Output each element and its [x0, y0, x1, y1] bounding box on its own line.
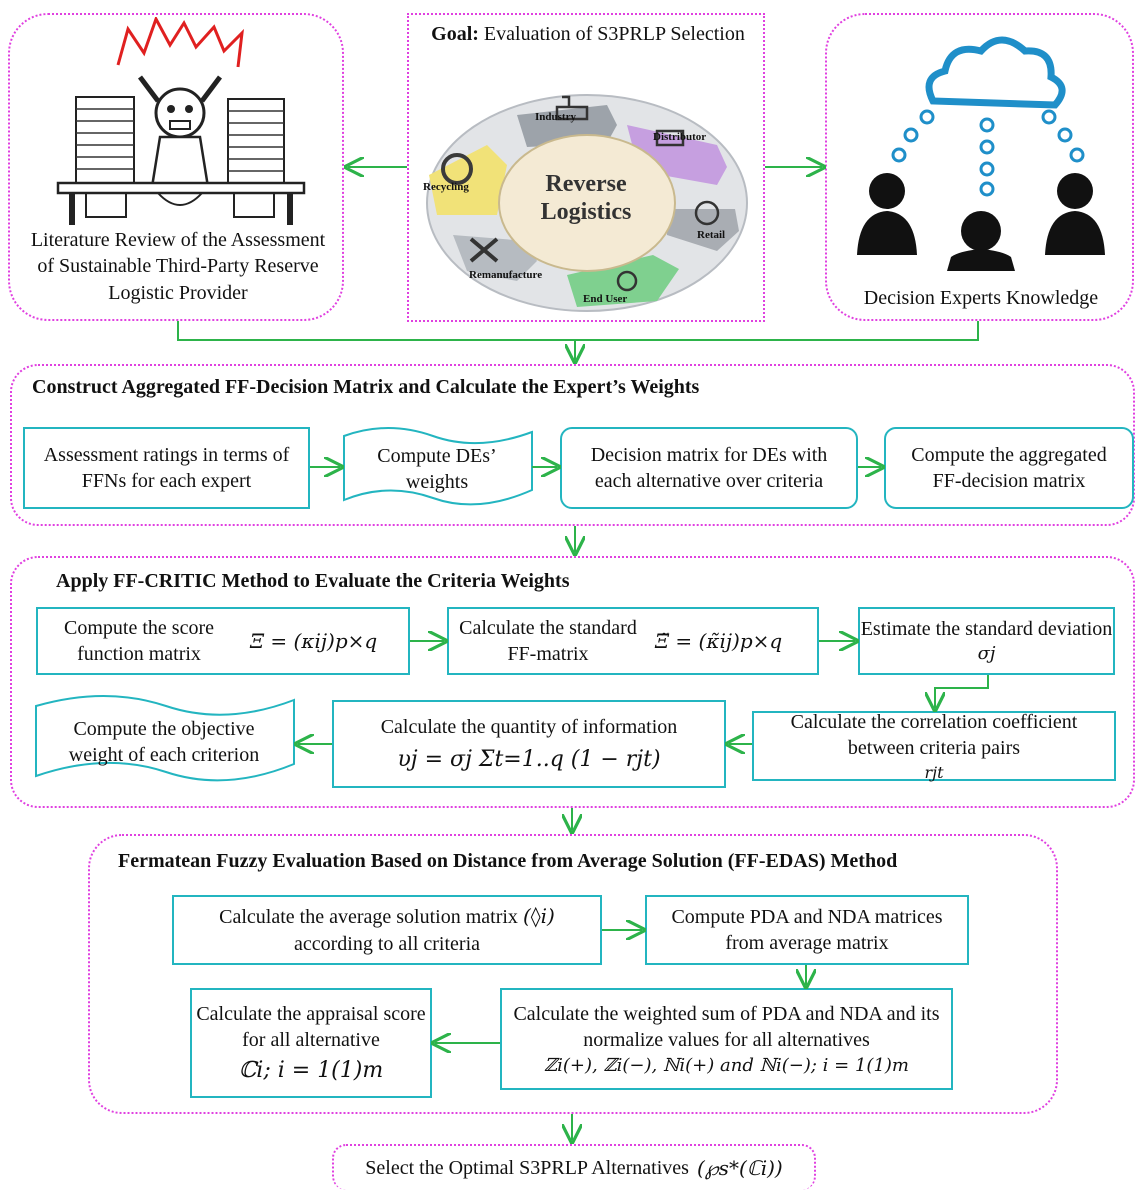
- reverse-logistics-wheel: [426, 94, 748, 312]
- section1-box-ratings: Assessment ratings in terms of FFNs for …: [23, 427, 310, 509]
- cloud-network-icon: [857, 36, 1105, 271]
- section1-title: Construct Aggregated FF-Decision Matrix …: [32, 376, 700, 398]
- wheel-remanufacture: Remanufacture: [469, 269, 543, 281]
- wheel-retail: Retail: [697, 229, 726, 241]
- section2-box-deviation-symbol: σj: [977, 643, 996, 665]
- section2-box-score-formula: Ξ = (κij)p×q: [250, 628, 378, 653]
- section3-box-weighted-sum-formula: ℤi(+), ℤi(−), ℕi(+) and ℕi(−); i = 1(1)m: [544, 1054, 909, 1076]
- section1-box-weights: Compute DEs’ weights: [377, 445, 497, 494]
- final-panel: Select the Optimal S3PRLP Alternatives (…: [332, 1144, 816, 1190]
- section3-box-average-text: Calculate the average solution matrix: [219, 906, 518, 929]
- wheel-end-user: End User: [583, 293, 628, 305]
- literature-text: Literature Review of the Assessment of S…: [30, 229, 326, 304]
- wheel-recycling: Recycling: [423, 181, 469, 193]
- wheel-center-line2: Logistics: [540, 199, 632, 225]
- section3-panel: Fermatean Fuzzy Evaluation Based on Dist…: [88, 834, 1058, 1114]
- section3-box-average-symbol: (◊i): [522, 904, 555, 929]
- section2-box-information-text: Calculate the quantity of information: [380, 716, 678, 739]
- section2-box-objective: Compute the objective weight of each cri…: [68, 718, 260, 767]
- goal-panel: Goal: Evaluation of S3PRLP Selection Rev…: [407, 13, 765, 322]
- section2-box-deviation-text: Estimate the standard deviation: [860, 617, 1113, 640]
- goal-bold: Goal:: [431, 23, 479, 45]
- section2-box-score: Compute the score function matrix Ξ = (κ…: [36, 607, 410, 675]
- section3-title: Fermatean Fuzzy Evaluation Based on Dist…: [118, 850, 898, 872]
- section2-box-standard-formula: Ξ̃ = (κ̃ij)p×q: [655, 628, 783, 653]
- section3-box-average: Calculate the average solution matrix (◊…: [172, 895, 602, 965]
- goal-text: Evaluation of S3PRLP Selection: [483, 23, 745, 45]
- section2-box-information-formula: υj = σj Σt=1..q (1 − rjt): [397, 746, 661, 772]
- final-text: Select the Optimal S3PRLP Alternatives: [365, 1156, 689, 1179]
- final-formula: (℘s*(ℂi)): [696, 1156, 783, 1180]
- section2-box-standard: Calculate the standard FF-matrix Ξ̃ = (κ…: [447, 607, 819, 675]
- wheel-distributor: Distributor: [653, 131, 707, 143]
- section1-box-decision-matrix: Decision matrix for DEs with each altern…: [560, 427, 858, 509]
- section3-box-appraisal: Calculate the appraisal score for all al…: [190, 988, 432, 1098]
- section3-box-appraisal-text: Calculate the appraisal score for all al…: [196, 1003, 426, 1052]
- section2-box-information: Calculate the quantity of information υj…: [332, 700, 726, 788]
- experts-text: Decision Experts Knowledge: [863, 287, 1099, 309]
- section2-box-correlation: Calculate the correlation coefficient be…: [752, 711, 1116, 782]
- section1-panel: Construct Aggregated FF-Decision Matrix …: [10, 364, 1135, 526]
- section3-box-weighted-sum-text: Calculate the weighted sum of PDA and ND…: [513, 1002, 940, 1052]
- section3-box-pda-nda: Compute PDA and NDA matrices from averag…: [645, 895, 969, 965]
- section2-box-deviation: Estimate the standard deviation σj: [858, 607, 1115, 675]
- section2-box-standard-text: Calculate the standard FF-matrix: [459, 616, 637, 665]
- section3-box-appraisal-formula: ℂi; i = 1(1)m: [238, 1057, 384, 1083]
- experts-panel: Decision Experts Knowledge: [825, 13, 1134, 321]
- stressed-person-icon: [56, 17, 306, 225]
- wheel-center-line1: Reverse: [545, 171, 627, 197]
- section2-box-correlation-symbol: rjt: [924, 762, 944, 782]
- section3-box-average-line2: according to all criteria: [293, 932, 480, 955]
- section3-box-weighted-sum: Calculate the weighted sum of PDA and ND…: [500, 988, 953, 1090]
- section3-box-average-line1: Calculate the average solution matrix (◊…: [219, 903, 555, 930]
- wheel-industry: Industry: [535, 111, 576, 123]
- section2-box-score-text: Compute the score function matrix: [64, 616, 214, 665]
- section2-panel: Apply FF-CRITIC Method to Evaluate the C…: [10, 556, 1135, 808]
- section1-box-aggregated: Compute the aggregated FF-decision matri…: [884, 427, 1134, 509]
- literature-panel: Literature Review of the Assessment of S…: [8, 13, 344, 321]
- section2-box-correlation-text: Calculate the correlation coefficient be…: [790, 711, 1078, 760]
- section2-title: Apply FF-CRITIC Method to Evaluate the C…: [56, 570, 570, 592]
- goal-label: Goal: Evaluation of S3PRLP Selection: [429, 21, 747, 47]
